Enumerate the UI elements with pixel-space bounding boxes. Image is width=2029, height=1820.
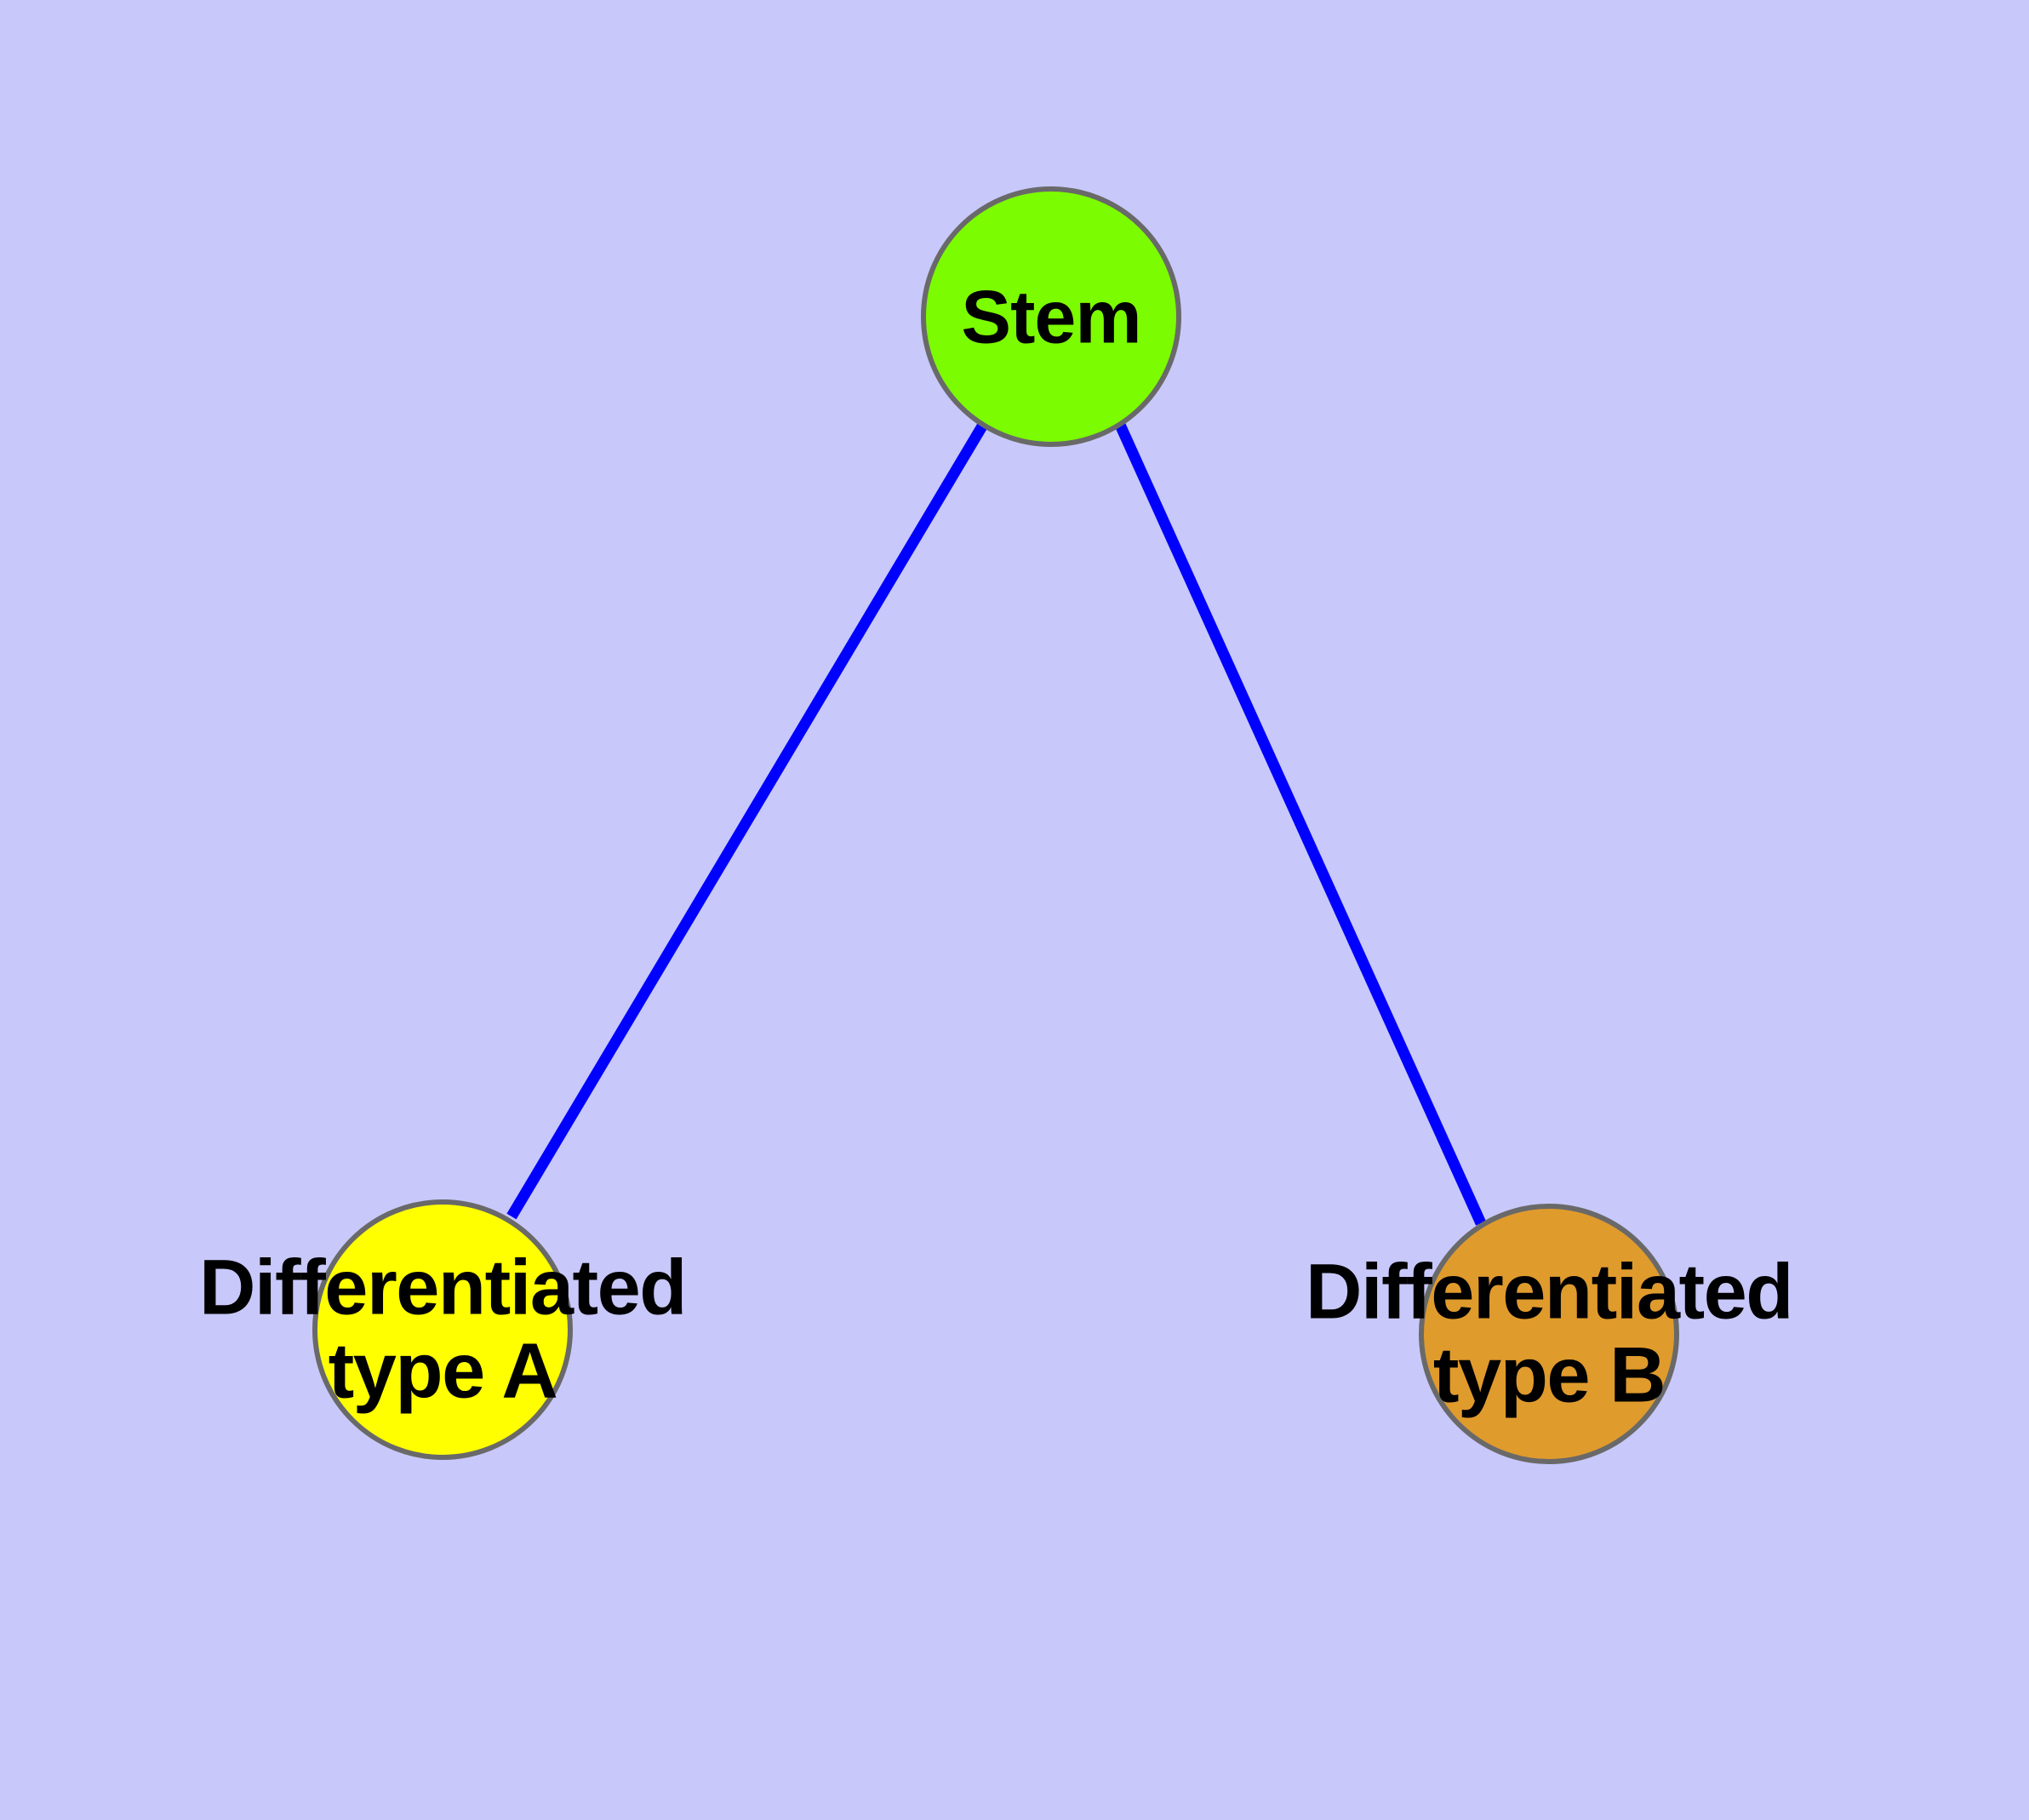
node-differentiated-type-a-circle[interactable] — [312, 1199, 573, 1460]
edge-stem-to-differentiated-type-a[interactable] — [506, 421, 988, 1220]
edge-stem-to-differentiated-type-b[interactable] — [1115, 422, 1486, 1226]
edge-layer — [506, 421, 1486, 1226]
node-stem-circle[interactable] — [921, 186, 1181, 447]
node-layer — [312, 186, 1679, 1464]
node-differentiated-type-b-circle[interactable] — [1419, 1204, 1679, 1464]
